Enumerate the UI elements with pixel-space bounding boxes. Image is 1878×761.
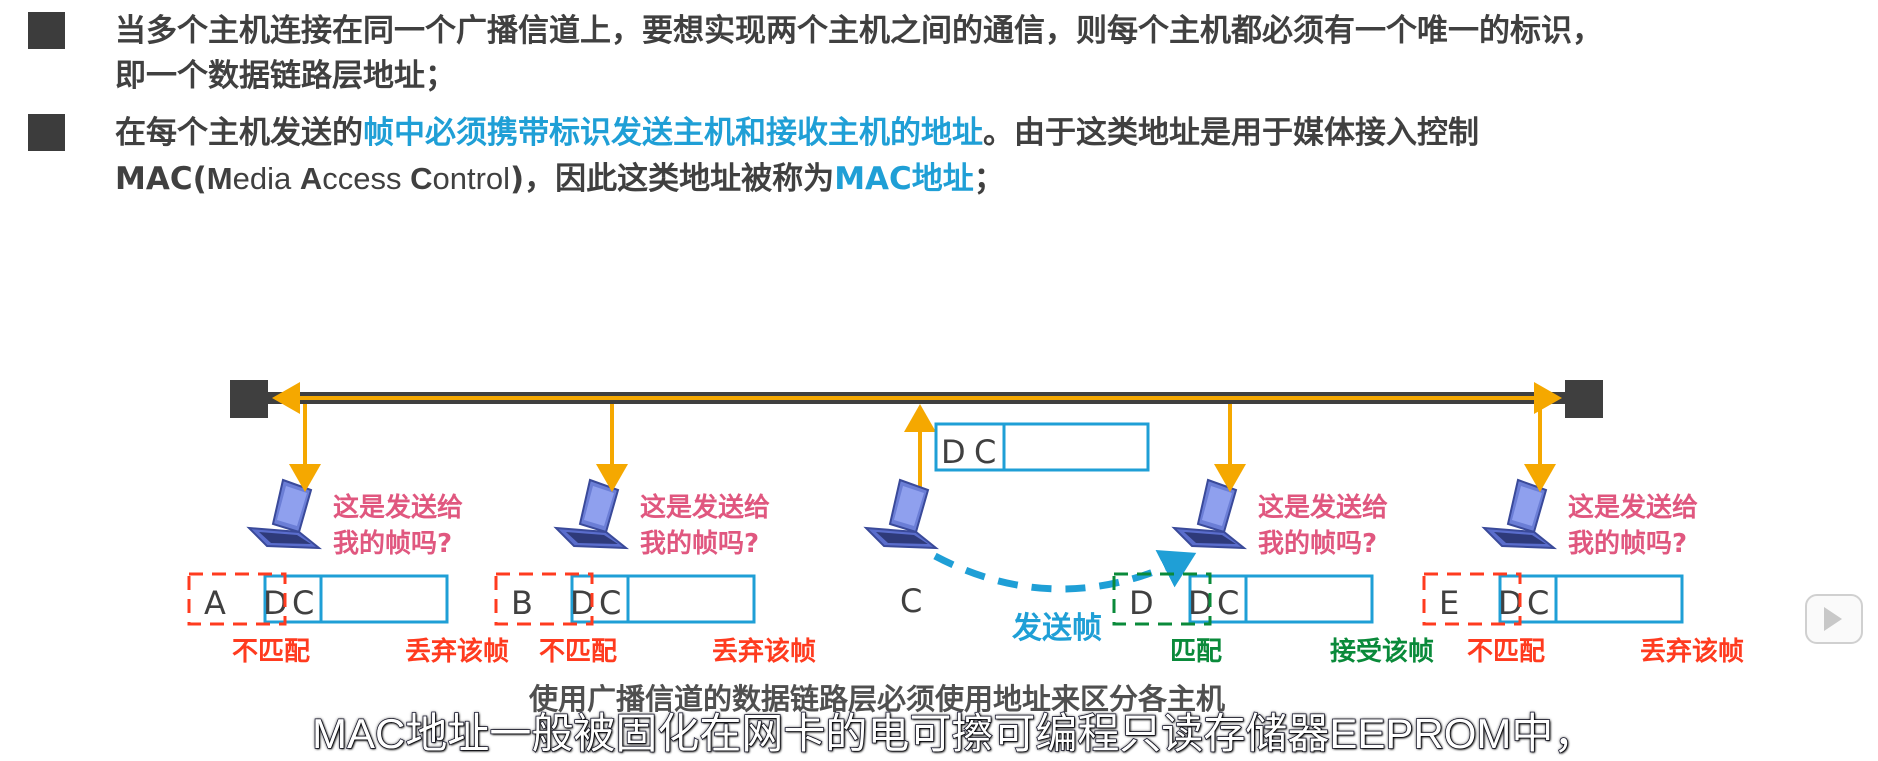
bus-terminator-right [1565,380,1603,418]
laptop-icon [866,480,936,548]
laptop-icon [1174,480,1244,548]
match-label: 不匹配 [1467,637,1545,667]
question-line2: 我的帧吗? [640,528,759,559]
own-address-label: B [511,584,533,622]
send-frame-label: 发送帧 [1011,611,1102,646]
match-label: 匹配 [1170,637,1222,667]
action-label: 接受该帧 [1330,636,1434,667]
own-address-label: E [1439,584,1459,622]
bus-terminator-left [230,380,268,418]
frame-src: C [1527,584,1549,622]
frame-src: C [292,584,314,622]
sent-frame-dst: D [941,433,966,471]
question-line1: 这是发送给 [1568,492,1698,523]
laptop-icon [556,480,626,548]
own-address-label: A [204,584,226,622]
play-button[interactable] [1805,594,1863,644]
action-label: 丢弃该帧 [405,636,509,667]
frame-src: C [599,584,621,622]
question-line1: 这是发送给 [333,492,463,523]
laptop-icon [1484,480,1554,548]
question-line2: 我的帧吗? [333,528,452,559]
action-label: 丢弃该帧 [712,636,816,667]
match-label: 不匹配 [232,637,310,667]
host-c-label: C [900,582,922,620]
laptop-icon [249,480,319,548]
question-line1: 这是发送给 [1258,492,1388,523]
action-label: 丢弃该帧 [1640,636,1744,667]
play-icon [1824,607,1842,631]
frame-src: C [1217,584,1239,622]
question-line1: 这是发送给 [640,492,770,523]
question-line2: 我的帧吗? [1258,528,1377,559]
sent-frame-src: C [974,433,996,471]
question-line2: 我的帧吗? [1568,528,1687,559]
match-label: 不匹配 [539,637,617,667]
own-address-label: D [1129,584,1154,622]
sent-frame-box [936,424,1148,470]
